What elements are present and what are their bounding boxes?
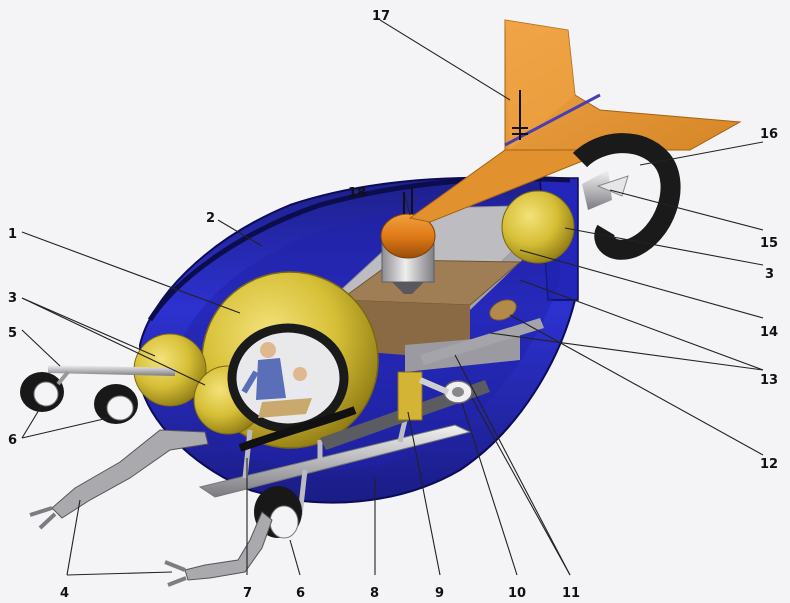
equipment-tube xyxy=(397,371,423,421)
label-7: 7 xyxy=(243,586,252,601)
label-9: 9 xyxy=(435,586,444,601)
label-4: 4 xyxy=(60,586,69,601)
label-15: 15 xyxy=(760,236,778,251)
label-5: 5 xyxy=(8,326,17,341)
label-3-left: 3 xyxy=(8,291,17,306)
callout-labels: 1 2 3 3 4 5 6 6 7 8 9 10 11 12 13 14 15 … xyxy=(8,9,778,601)
label-6-left: 6 xyxy=(8,433,17,448)
capsule xyxy=(489,299,517,321)
label-11: 11 xyxy=(562,586,580,601)
side-thruster xyxy=(418,377,473,404)
label-3-right: 3 xyxy=(765,267,774,282)
label-12: 12 xyxy=(760,457,778,472)
leader-lines xyxy=(21,19,764,576)
crew-figures xyxy=(241,342,314,418)
label-2: 2 xyxy=(206,211,215,226)
label-14: 14 xyxy=(760,325,778,340)
manipulator-arm-lower xyxy=(164,511,273,587)
label-16: 16 xyxy=(760,127,778,142)
label-1: 1 xyxy=(8,227,17,242)
tail-fin xyxy=(408,19,742,223)
label-17: 17 xyxy=(372,9,390,24)
label-6-bottom: 6 xyxy=(296,586,305,601)
label-13: 13 xyxy=(760,373,778,388)
buoyancy-tank xyxy=(380,188,436,294)
rear-propeller xyxy=(596,175,629,197)
manipulator-arm-upper xyxy=(29,429,209,530)
front-thruster-left-bottom xyxy=(94,384,138,424)
cable xyxy=(238,406,357,452)
ballast-sphere-rear xyxy=(501,190,575,264)
label-8: 8 xyxy=(370,586,379,601)
label-10: 10 xyxy=(508,586,526,601)
light-boom xyxy=(48,365,175,386)
rear-thruster-duct xyxy=(572,133,681,260)
front-thruster-left-top xyxy=(20,372,64,412)
label-18: 18 xyxy=(348,186,366,201)
